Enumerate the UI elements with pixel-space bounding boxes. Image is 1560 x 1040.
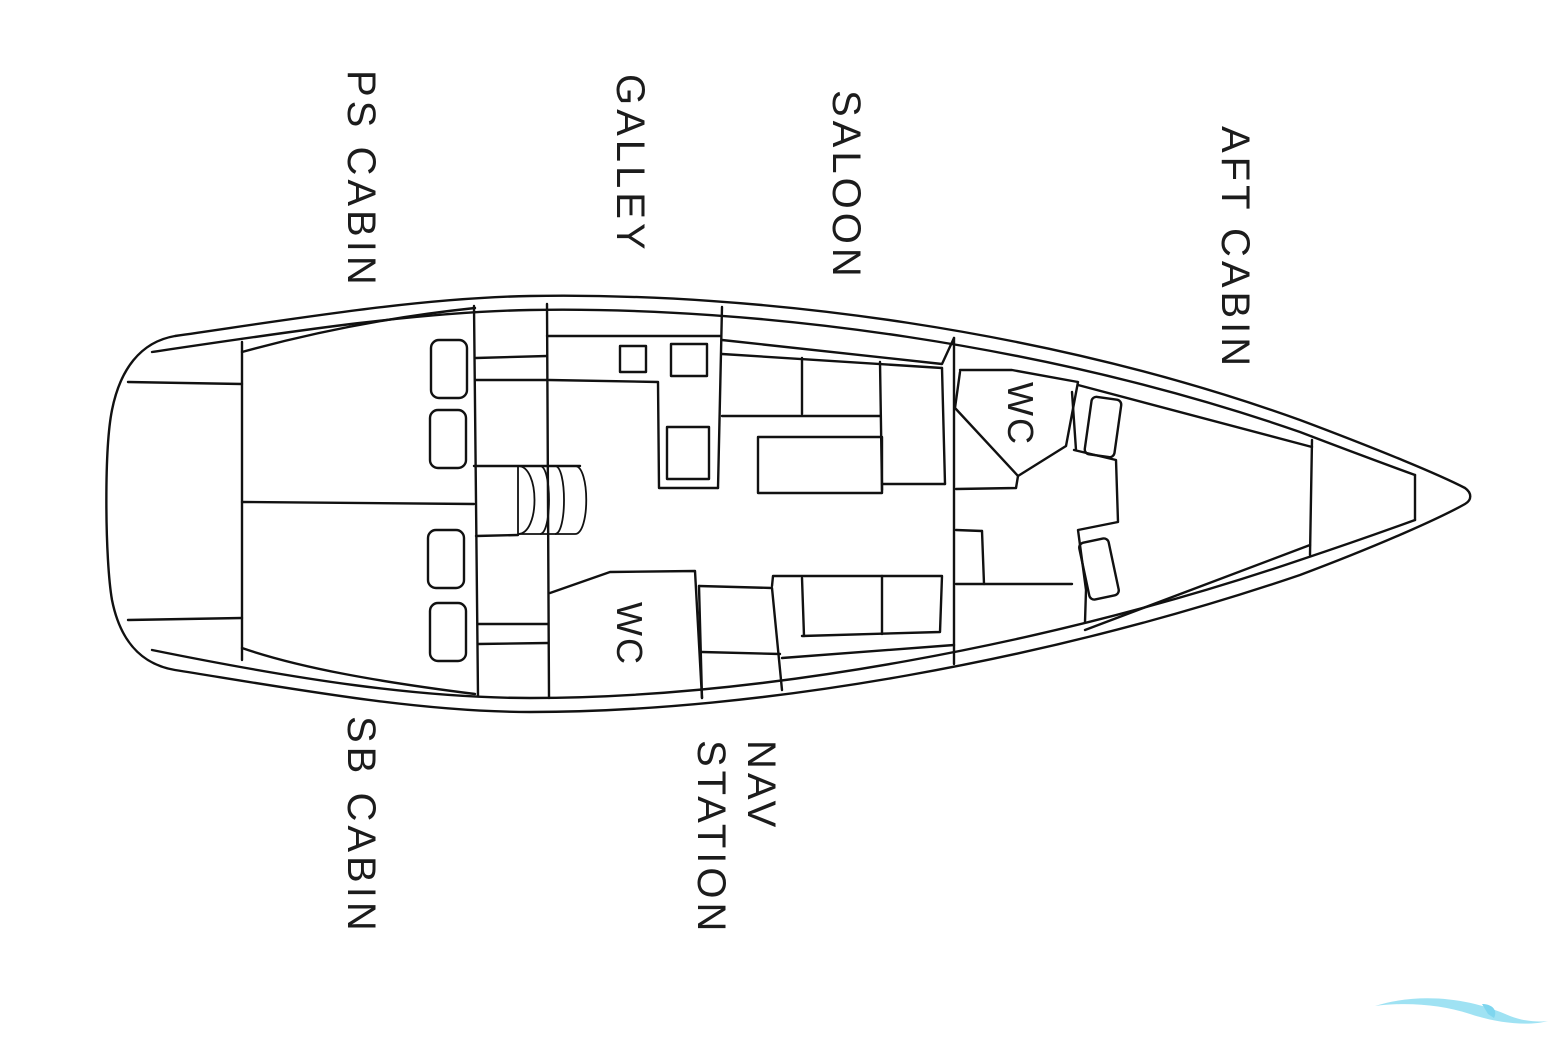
label-aft-cabin: AFT CABIN [1213,126,1257,370]
galley-sink [665,425,711,481]
label-wc-aft: WC [609,602,650,666]
wc-forward-walls [953,368,1080,491]
wc-aft-divider [697,584,704,700]
nav-station-line [700,650,782,656]
nav-station-desk [697,584,784,692]
hull-inner [150,308,1417,700]
stove-burner-1 [618,344,648,374]
hull-outer [105,294,1472,714]
ps-cabin-hatch-1 [429,338,469,400]
forepeak-bulkhead [1308,438,1314,557]
sb-cabin-hatch-1 [426,528,466,590]
stairs-bottom [474,533,520,538]
transom-line-bottom [126,616,244,622]
label-sb-cabin: SB CABIN [339,716,383,935]
galley-fwd-wall [716,305,724,490]
ps-cabin-berth-edge [240,306,477,354]
saloon-sb-settee-back [780,643,956,660]
stove-burner-2 [669,342,709,378]
label-wc-forward: WC [1000,382,1041,446]
sb-cabin-hatch-2 [428,601,468,663]
label-nav-station-line2: STATION [689,740,733,935]
label-nav-station-line1: NAV [739,740,783,831]
label-galley: GALLEY [608,74,652,254]
v-berth-hatch-port [1083,395,1123,459]
stern-cabins-divider [240,500,476,506]
saloon-sb-cushion-div-1 [800,576,806,638]
label-saloon: SALOON [824,90,868,281]
sb-locker-line-2 [476,641,550,646]
cabin-bulkhead-fwd [472,304,480,698]
transom-line-top [126,380,244,386]
saloon-settee-end [940,366,947,486]
sb-cabin-berth-edge [240,646,477,696]
watermark-wave-logo [1375,998,1548,1024]
ps-cabin-hatch-2 [428,408,468,470]
saloon-sb-settee [770,574,944,638]
label-ps-cabin: PS CABIN [339,70,383,289]
saloon-ps-settee-back [720,336,956,366]
galley-bulkhead [545,302,551,700]
wc-aft-walls [548,569,704,700]
companionway-steps [517,465,588,535]
ps-locker-line-1 [474,354,549,360]
v-berth-outline [1070,383,1314,632]
saloon-table [756,435,884,495]
v-berth-hatch-stbd [1078,537,1120,601]
galley-counter [547,378,720,490]
saloon-ps-settee-front [720,352,944,370]
forward-locker-line-1 [954,528,984,533]
forward-locker-line-2 [980,529,986,586]
